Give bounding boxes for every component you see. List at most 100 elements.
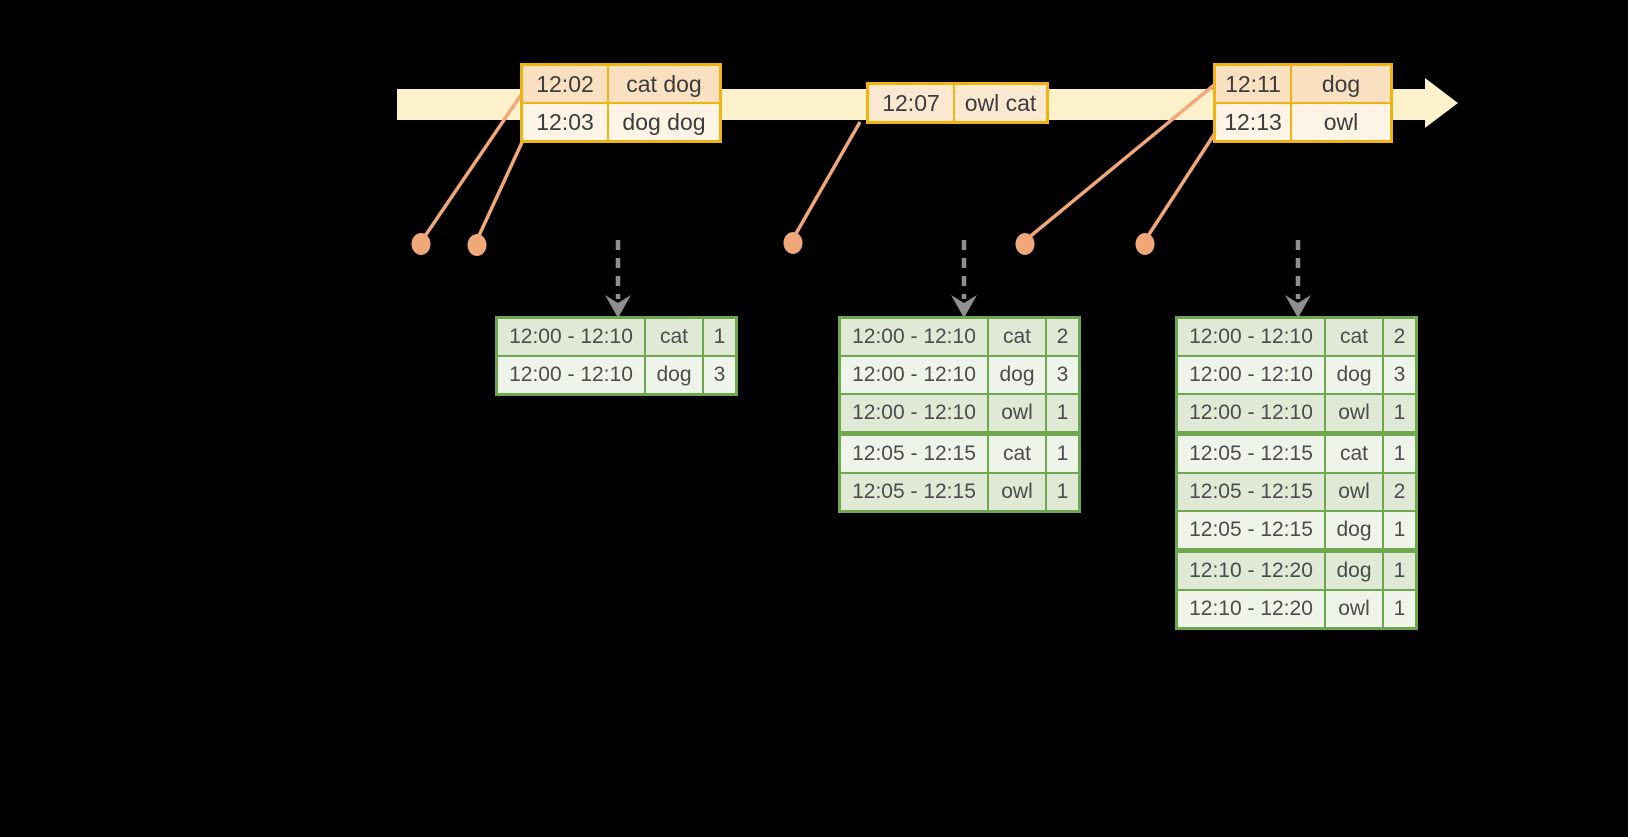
result-count-cell: 2 [1384,474,1415,510]
trigger-arrowhead-icon [951,295,977,318]
result-window-cell: 12:05 - 12:15 [1178,474,1324,510]
result-window-cell: 12:00 - 12:10 [841,395,987,431]
result-count-cell: 1 [704,319,735,355]
event-connector-line [475,137,526,241]
event-words-cell: dog [1292,66,1390,102]
result-window-cell: 12:00 - 12:10 [841,357,987,393]
result-count-cell: 1 [1047,474,1078,510]
result-word-cell: cat [1326,436,1382,472]
result-window-cell: 12:00 - 12:10 [1178,395,1324,431]
result-count-cell: 3 [704,357,735,393]
result-word-cell: cat [1326,319,1382,355]
event-time-cell: 12:07 [869,85,953,121]
event-words-cell: cat dog [609,66,719,102]
trigger-arrow [951,240,977,318]
result-count-cell: 1 [1384,591,1415,627]
event-marker-dot [411,233,431,255]
result-count-cell: 1 [1384,553,1415,589]
result-word-cell: dog [1326,553,1382,589]
result-count-cell: 1 [1384,436,1415,472]
result-window-cell: 12:10 - 12:20 [1178,591,1324,627]
result-word-cell: owl [1326,474,1382,510]
trigger-arrowhead-icon [605,295,631,318]
result-word-cell: dog [989,357,1045,393]
result-word-cell: dog [1326,512,1382,548]
result-count-cell: 2 [1384,319,1415,355]
result-word-cell: cat [989,319,1045,355]
result-window-cell: 12:00 - 12:10 [1178,357,1324,393]
result-count-cell: 3 [1047,357,1078,393]
result-count-cell: 1 [1384,395,1415,431]
result-word-cell: owl [1326,395,1382,431]
event-marker-dot [467,234,487,256]
event-time-cell: 12:11 [1216,66,1290,102]
result-count-cell: 2 [1047,319,1078,355]
trigger-arrow [1285,240,1311,318]
event-words-cell: dog dog [609,104,719,140]
result-word-cell: owl [989,474,1045,510]
event-time-cell: 12:03 [523,104,607,140]
event-time-cell: 12:02 [523,66,607,102]
event-words-cell: owl cat [955,85,1046,121]
result-word-cell: owl [989,395,1045,431]
result-count-cell: 1 [1047,436,1078,472]
result-window-cell: 12:00 - 12:10 [841,319,987,355]
result-window-cell: 12:05 - 12:15 [1178,512,1324,548]
result-window-cell: 12:10 - 12:20 [1178,553,1324,589]
event-connector-line [1025,83,1216,241]
result-count-cell: 1 [1047,395,1078,431]
timeline-arrowhead [1425,78,1458,128]
event-words-cell: owl [1292,104,1390,140]
trigger-arrowhead-icon [1285,295,1311,318]
result-window-cell: 12:05 - 12:15 [841,474,987,510]
result-count-cell: 1 [1384,512,1415,548]
result-window-cell: 12:00 - 12:10 [498,319,644,355]
event-marker-dot [783,232,803,254]
event-connector-line [792,121,862,238]
event-marker-dot [1135,233,1155,255]
result-count-cell: 3 [1384,357,1415,393]
result-word-cell: cat [646,319,702,355]
event-connector-line [421,94,523,240]
result-word-cell: dog [646,357,702,393]
event-connector-line [1144,129,1219,240]
result-window-cell: 12:00 - 12:10 [498,357,644,393]
result-word-cell: dog [1326,357,1382,393]
result-window-cell: 12:05 - 12:15 [841,436,987,472]
result-window-cell: 12:00 - 12:10 [1178,319,1324,355]
result-window-cell: 12:05 - 12:15 [1178,436,1324,472]
result-word-cell: owl [1326,591,1382,627]
event-time-cell: 12:13 [1216,104,1290,140]
